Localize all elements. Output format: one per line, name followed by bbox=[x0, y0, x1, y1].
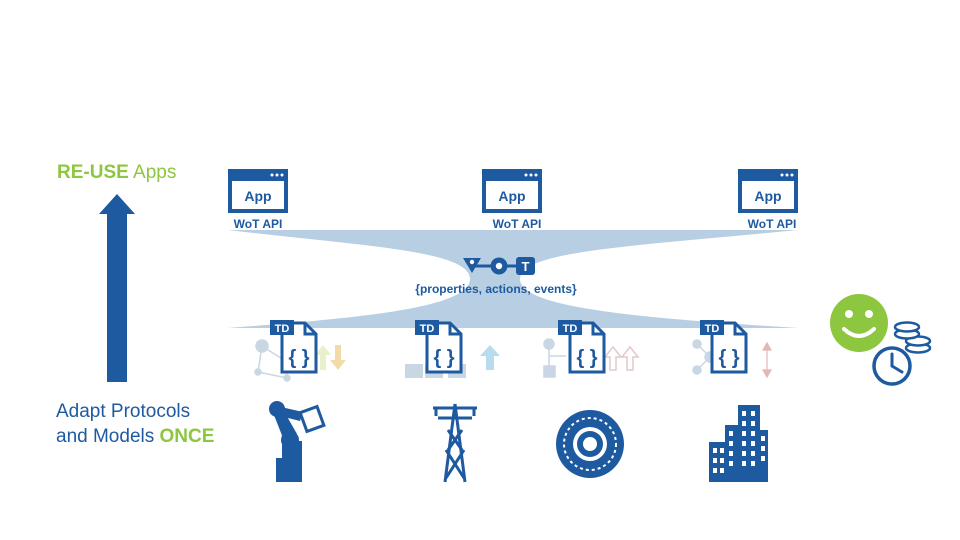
once-keyword: ONCE bbox=[159, 426, 215, 447]
coins-icon bbox=[893, 321, 932, 354]
app-window-1: App bbox=[228, 169, 288, 213]
turbine-icon bbox=[556, 410, 624, 478]
faded-connector-icon bbox=[543, 338, 566, 378]
hub-caption: {properties, actions, events} bbox=[415, 282, 577, 296]
faded-arrows-icon-1 bbox=[315, 345, 346, 370]
power-pylon-icon bbox=[433, 403, 477, 483]
wot-api-label-1: WoT API bbox=[234, 217, 283, 231]
adapt-line-1: Adapt Protocols bbox=[56, 401, 191, 422]
td-glyph-3: { } bbox=[576, 347, 597, 369]
building-icon bbox=[709, 405, 768, 482]
reuse-rest: Apps bbox=[133, 162, 177, 183]
upward-arrow bbox=[99, 194, 135, 382]
td-badge-1: TD bbox=[275, 323, 290, 335]
clock-icon bbox=[872, 346, 912, 386]
wot-logo-letter: T bbox=[522, 259, 530, 274]
wot-api-label-2: WoT API bbox=[493, 217, 542, 231]
app-label-3: App bbox=[754, 188, 781, 204]
smiley-icon bbox=[830, 294, 888, 352]
app-window-2: App bbox=[482, 169, 542, 213]
faded-arrow-up-icon bbox=[480, 345, 500, 370]
adapt-protocols-label: Adapt Protocols and Models ONCE bbox=[56, 399, 214, 449]
robot-arm-icon bbox=[269, 401, 326, 482]
td-glyph-2: { } bbox=[433, 347, 454, 369]
app-label-1: App bbox=[244, 188, 271, 204]
faded-updown-icon bbox=[761, 341, 773, 379]
wot-band bbox=[228, 230, 798, 328]
reuse-apps-label: RE-USE Apps bbox=[57, 162, 176, 184]
wot-logo-icon: T bbox=[463, 257, 535, 275]
td-badge-4: TD bbox=[705, 323, 720, 335]
adapt-line-2: and Models ONCE bbox=[56, 424, 214, 449]
td-document-icon-1: TD { } bbox=[270, 320, 318, 374]
td-document-icon-4: TD { } bbox=[700, 320, 748, 374]
wot-api-label-3: WoT API bbox=[748, 217, 797, 231]
adapt-line-2-prefix: and Models bbox=[56, 426, 155, 447]
faded-arrows-icon-3 bbox=[603, 345, 640, 371]
td-document-icon-3: TD { } bbox=[558, 320, 606, 374]
td-glyph-1: { } bbox=[288, 347, 309, 369]
reuse-keyword: RE-USE bbox=[57, 162, 129, 183]
app-label-2: App bbox=[498, 188, 525, 204]
td-badge-3: TD bbox=[563, 323, 578, 335]
faded-molecule-icon bbox=[692, 339, 716, 375]
td-document-icon-2: TD { } bbox=[415, 320, 463, 374]
td-badge-2: TD bbox=[420, 323, 435, 335]
app-window-3: App bbox=[738, 169, 798, 213]
td-glyph-4: { } bbox=[718, 347, 739, 369]
